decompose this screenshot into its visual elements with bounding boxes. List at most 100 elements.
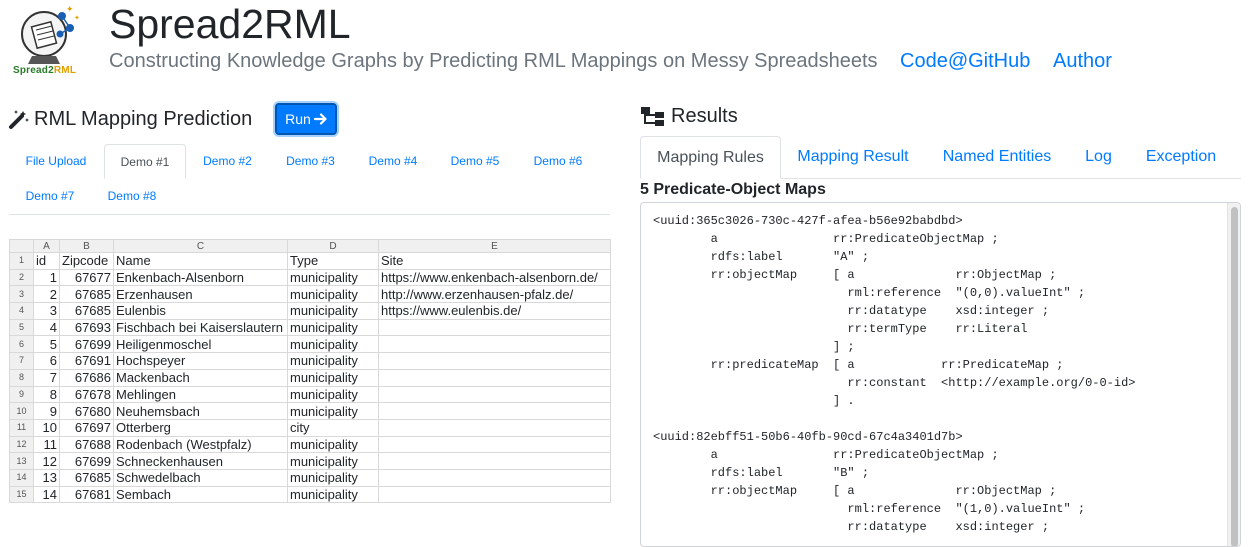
table-cell	[378, 385, 611, 404]
row-number: 14	[9, 468, 34, 487]
crystal-ball-icon: ✦ ✦	[21, 4, 80, 64]
table-cell: 1	[33, 268, 60, 287]
row-number: 3	[9, 285, 34, 304]
run-label: Run	[285, 111, 311, 127]
table-cell: municipality	[287, 368, 379, 387]
tab-file-upload[interactable]: File Upload	[25, 154, 87, 168]
table-cell: municipality	[287, 385, 379, 404]
table-cell: Eulenbis	[113, 302, 288, 320]
tab-named-entities[interactable]: Named Entities	[942, 148, 1052, 165]
table-cell: Fischbach bei Kaiserslautern	[113, 318, 288, 337]
table-cell: 11	[33, 435, 60, 454]
table-cell: 7	[33, 368, 60, 387]
results-title: Results	[671, 104, 738, 127]
scrollbar[interactable]	[1227, 203, 1240, 546]
table-cell: municipality	[287, 435, 379, 454]
table-cell: 67685	[59, 302, 114, 320]
row-number: 10	[9, 402, 34, 420]
table-cell: 67685	[59, 285, 114, 304]
table-cell	[378, 318, 611, 337]
tab-exception[interactable]: Exception	[1145, 148, 1217, 165]
logo-text: Spread2RML	[13, 65, 77, 76]
table-cell: 3	[33, 302, 60, 320]
table-cell: 13	[33, 468, 60, 487]
tab-demo-5[interactable]: Demo #5	[450, 154, 500, 168]
row-number: 7	[9, 352, 34, 370]
table-cell: 12	[33, 452, 60, 470]
predicate-object-maps-title: 5 Predicate-Object Maps	[640, 181, 826, 198]
table-cell: Schwedelbach	[113, 468, 288, 487]
table-cell: http://www.erzenhausen-pfalz.de/	[378, 285, 611, 304]
column-letter: A	[33, 239, 60, 253]
table-cell: municipality	[287, 335, 379, 354]
tab-demo-8[interactable]: Demo #8	[107, 189, 157, 203]
table-cell: 67678	[59, 385, 114, 404]
table-cell: Enkenbach-Alsenborn	[113, 268, 288, 287]
table-cell: Rodenbach (Westpfalz)	[113, 435, 288, 454]
table-cell: 67680	[59, 402, 114, 420]
mapping-rules-text: <uuid:365c3026-730c-427f-afea-b56e92babd…	[653, 214, 1136, 534]
row-number: 11	[9, 418, 34, 437]
tab-demo-1[interactable]: Demo #1	[104, 144, 186, 179]
table-cell: Erzenhausen	[113, 285, 288, 304]
tab-demo-4[interactable]: Demo #4	[368, 154, 418, 168]
author-link[interactable]: Author	[1053, 50, 1112, 72]
column-letter: E	[378, 239, 611, 253]
table-cell: municipality	[287, 402, 379, 420]
app-title: Spread2RML	[109, 1, 351, 47]
tab-mapping-result[interactable]: Mapping Result	[797, 148, 909, 165]
table-cell: municipality	[287, 352, 379, 370]
mapping-rules-code[interactable]: <uuid:365c3026-730c-427f-afea-b56e92babd…	[640, 202, 1241, 547]
tab-demo-6[interactable]: Demo #6	[533, 154, 583, 168]
column-letter: C	[113, 239, 288, 253]
table-cell: 4	[33, 318, 60, 337]
table-cell: city	[287, 418, 379, 437]
app-subtitle: Constructing Knowledge Graphs by Predict…	[109, 50, 878, 72]
arrow-right-icon	[313, 113, 327, 125]
table-cell: 67697	[59, 418, 114, 437]
mapping-prediction-heading: RML Mapping Prediction	[8, 104, 252, 134]
column-letter: D	[287, 239, 379, 253]
sitemap-icon	[641, 107, 664, 126]
run-button[interactable]: Run	[275, 103, 337, 135]
row-number: 9	[9, 385, 34, 404]
row-number: 12	[9, 435, 34, 454]
svg-text:✦: ✦	[66, 4, 74, 14]
table-cell: municipality	[287, 302, 379, 320]
tab-demo-2[interactable]: Demo #2	[203, 154, 252, 168]
table-cell: 67688	[59, 435, 114, 454]
tab-demo-7[interactable]: Demo #7	[25, 189, 75, 203]
table-cell: id	[33, 252, 60, 270]
table-cell: Zipcode	[59, 252, 114, 270]
table-cell: Hochspeyer	[113, 352, 288, 370]
table-cell: municipality	[287, 268, 379, 287]
row-number: 1	[9, 252, 34, 270]
tab-mapping-rules[interactable]: Mapping Rules	[640, 136, 781, 179]
tab-demo-3[interactable]: Demo #3	[286, 154, 335, 168]
scrollbar-thumb[interactable]	[1231, 207, 1238, 546]
github-link[interactable]: Code@GitHub	[900, 50, 1031, 72]
row-number: 8	[9, 368, 34, 387]
table-cell	[378, 368, 611, 387]
app-logo: ✦ ✦	[10, 4, 88, 80]
table-cell	[378, 402, 611, 420]
results-heading: Results	[640, 101, 738, 131]
table-cell: 67686	[59, 368, 114, 387]
row-number: 2	[9, 268, 34, 287]
table-cell	[378, 468, 611, 487]
table-cell: 67691	[59, 352, 114, 370]
tab-log[interactable]: Log	[1085, 148, 1112, 165]
